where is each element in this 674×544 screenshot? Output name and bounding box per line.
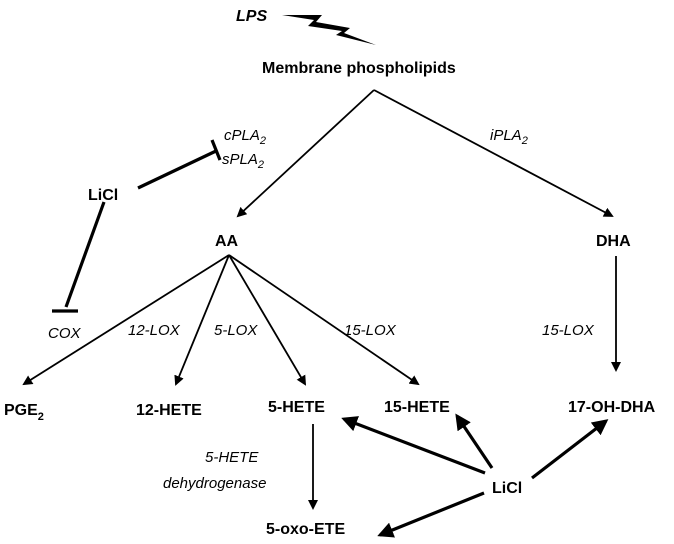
- pge2-main: PGE: [4, 402, 38, 419]
- arrow-licl-to-17ohdha: [531, 419, 609, 480]
- inhibit-licl-to-cox: [64, 201, 106, 308]
- node-lps: LPS: [236, 8, 267, 25]
- arrow-licl-to-5oxoete: [377, 491, 485, 538]
- ipla2-subscript: 2: [521, 135, 528, 147]
- node-12-hete: 12-HETE: [136, 402, 202, 419]
- pge2-subscript: 2: [38, 411, 44, 423]
- enzyme-5-hete-dehydrogenase-line2: dehydrogenase: [163, 475, 266, 492]
- enzyme-15-lox-left: 15-LOX: [344, 322, 397, 339]
- node-dha: DHA: [596, 233, 631, 250]
- arrow-aa-to-5hete: [228, 254, 307, 386]
- enzyme-spla2: sPLA2: [222, 151, 264, 171]
- node-5-hete: 5-HETE: [268, 399, 325, 416]
- arrow-licl-to-5hete: [341, 416, 486, 475]
- node-17-oh-dha: 17-OH-DHA: [568, 399, 656, 416]
- spla2-main: sPLA: [222, 151, 258, 168]
- enzyme-5-lox: 5-LOX: [214, 322, 258, 339]
- ipla2-main: iPLA: [490, 127, 522, 144]
- enzyme-15-lox-right: 15-LOX: [542, 322, 595, 339]
- enzyme-12-lox: 12-LOX: [128, 322, 181, 339]
- node-pge2: PGE2: [4, 402, 44, 423]
- arrow-membrane-to-dha: [373, 89, 614, 217]
- arrow-aa-to-pge2: [22, 254, 230, 386]
- node-membrane-phospholipids: Membrane phospholipids: [262, 60, 456, 77]
- spla2-subscript: 2: [257, 159, 264, 171]
- node-licl-top: LiCl: [88, 187, 118, 204]
- node-licl-bottom: LiCl: [492, 480, 522, 497]
- arrow-membrane-to-aa: [236, 89, 375, 218]
- cpla2-subscript: 2: [259, 135, 266, 147]
- node-5-oxo-ete: 5-oxo-ETE: [266, 521, 345, 538]
- enzyme-5-hete-dehydrogenase-line1: 5-HETE: [205, 449, 259, 466]
- lightning-bolt-icon: [282, 15, 376, 45]
- inhibit-bar-pla2: [210, 139, 222, 161]
- arrow-aa-to-15hete: [228, 254, 420, 386]
- node-15-hete: 15-HETE: [384, 399, 450, 416]
- enzyme-cox: COX: [48, 325, 82, 342]
- cpla2-main: cPLA: [224, 127, 260, 144]
- arrow-licl-to-15hete: [455, 413, 494, 469]
- enzyme-cpla2: cPLA2: [224, 127, 266, 147]
- inhibit-licl-to-pla2: [137, 149, 217, 190]
- enzyme-ipla2: iPLA2: [490, 127, 528, 147]
- arrow-aa-to-12hete: [174, 254, 230, 386]
- node-aa: AA: [215, 233, 239, 250]
